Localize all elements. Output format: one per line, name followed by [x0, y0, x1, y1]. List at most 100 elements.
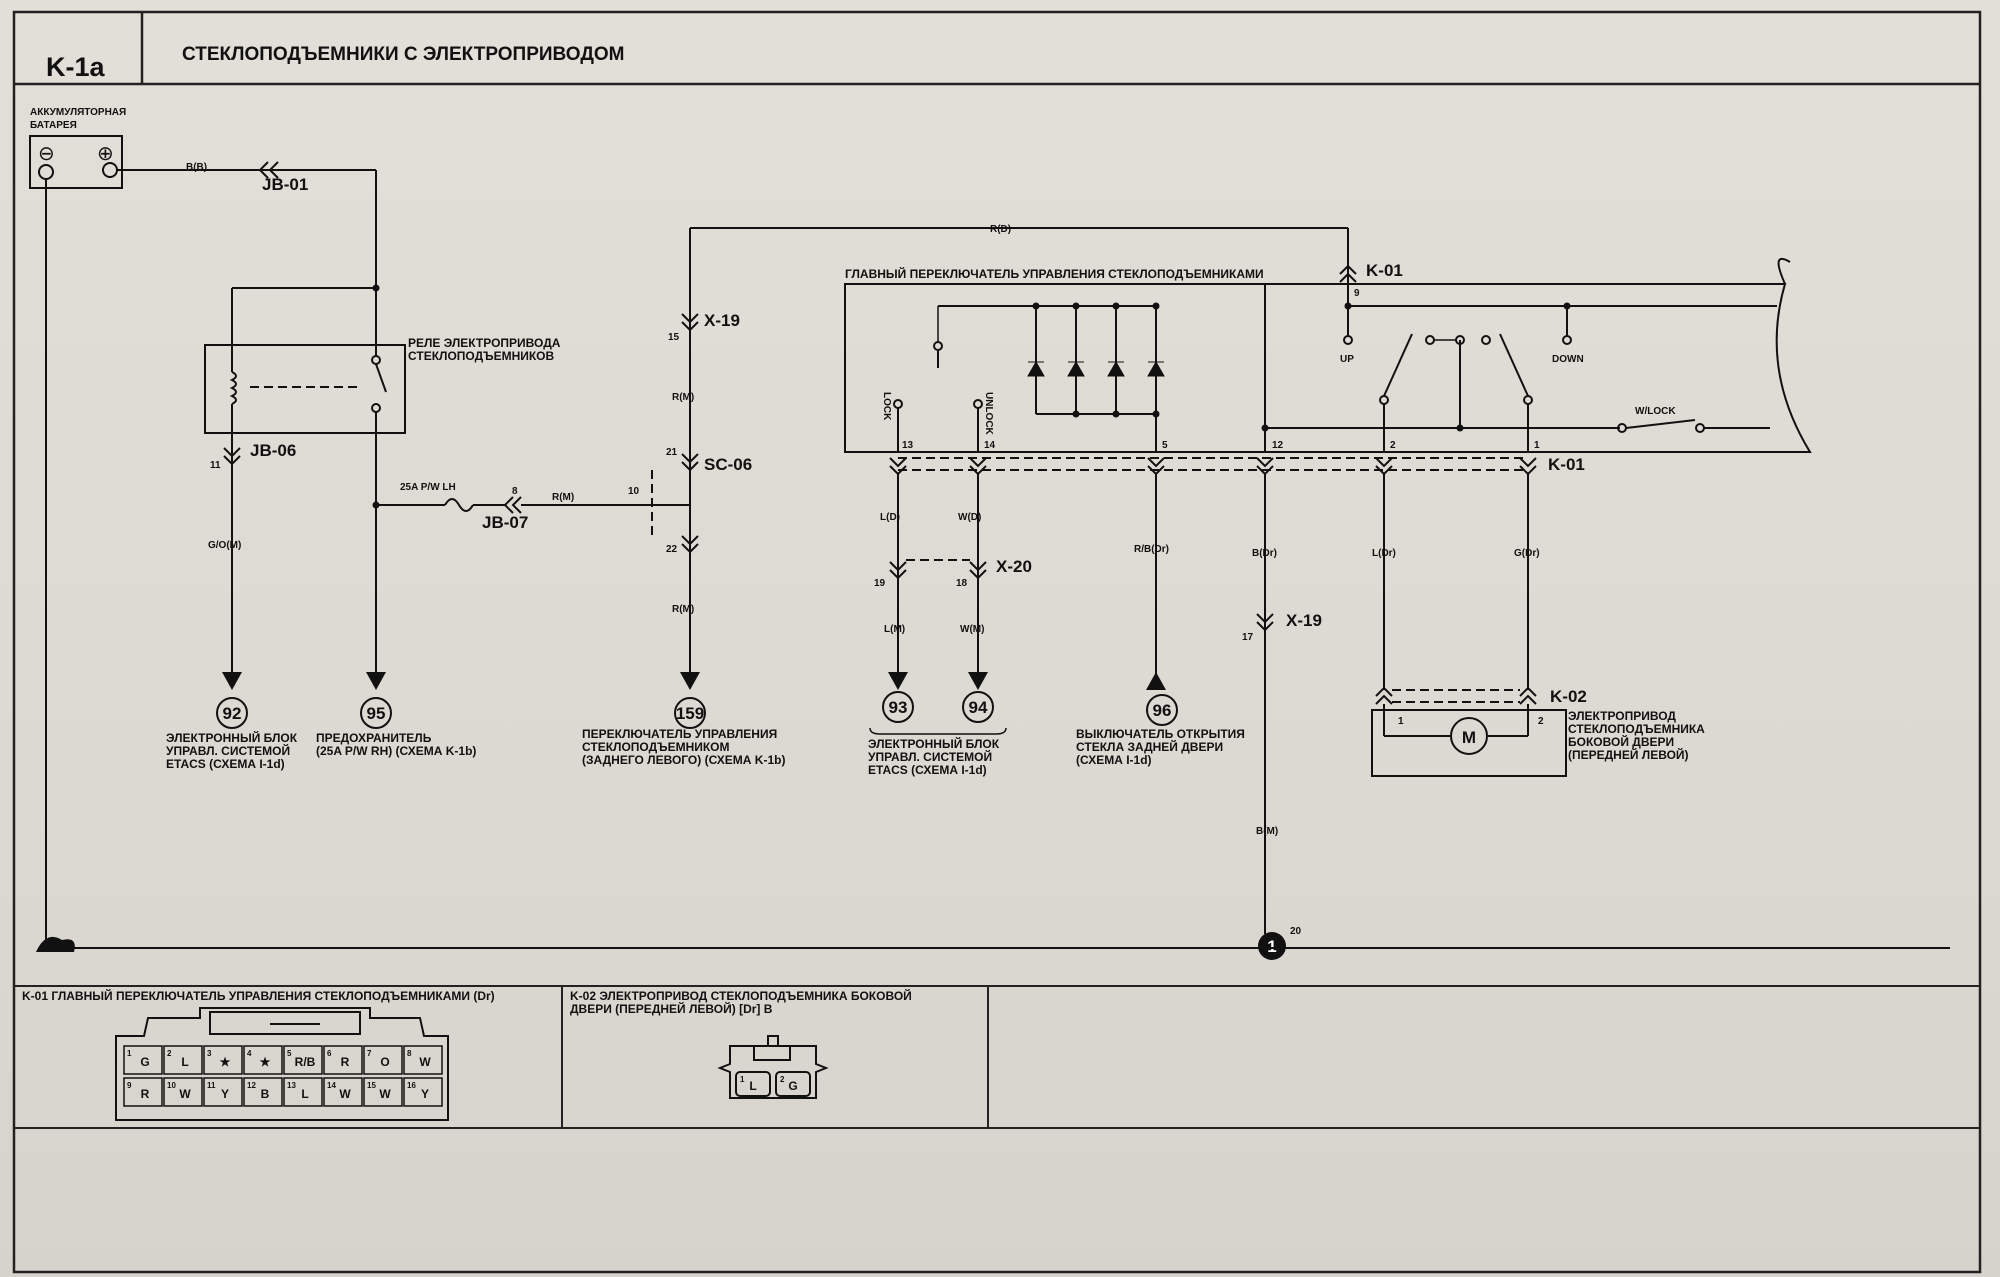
- svg-text:11: 11: [210, 460, 221, 471]
- svg-text:W: W: [179, 1087, 191, 1101]
- main-switch-label: ГЛАВНЫЙ ПЕРЕКЛЮЧАТЕЛЬ УПРАВЛЕНИЯ СТЕКЛОП…: [845, 266, 1264, 281]
- ref-94-circle: [962, 691, 994, 723]
- svg-text:5: 5: [287, 1049, 292, 1058]
- main-switch-box: [844, 283, 1266, 453]
- ref-92-circle: [216, 697, 248, 729]
- ref-159-circle: [674, 697, 706, 729]
- wire-l-dr: L(Dr): [1372, 548, 1396, 559]
- svg-text:R: R: [341, 1055, 350, 1069]
- chassis-ground-icon: [36, 936, 75, 952]
- wire-w-m: W(M): [960, 624, 984, 635]
- ground-point: 1: [1267, 937, 1276, 956]
- svg-text:L: L: [181, 1055, 188, 1069]
- wire-g-dr: G(Dr): [1514, 548, 1540, 559]
- fuse-icon: [444, 498, 474, 512]
- ground-point-icon: [1258, 932, 1286, 960]
- wire-rb-dr: R/B(Dr): [1134, 544, 1169, 555]
- svg-text:21: 21: [666, 447, 678, 458]
- ref-95-circle: [360, 697, 392, 729]
- connector-k02: K-02: [1550, 687, 1587, 706]
- wlock-label: W/LOCK: [1635, 406, 1676, 417]
- battery-box: [29, 135, 123, 189]
- connector-jb06: JB-06: [250, 441, 296, 460]
- ref-92-label-3: ETACS (СХЕМА I-1d): [166, 757, 285, 771]
- svg-text:8: 8: [512, 486, 518, 497]
- k01-connector-title: K-01 ГЛАВНЫЙ ПЕРЕКЛЮЧАТЕЛЬ УПРАВЛЕНИЯ СТ…: [22, 988, 495, 1003]
- svg-text:12: 12: [1272, 440, 1284, 451]
- wire-b-b: B(B): [186, 162, 207, 173]
- svg-text:8: 8: [407, 1049, 412, 1058]
- svg-text:15: 15: [668, 332, 680, 343]
- ref-93: 93: [889, 698, 908, 717]
- connector-k01-bottom: K-01: [1548, 455, 1585, 474]
- wire-r-m-upper: R(M): [672, 392, 694, 403]
- svg-text:1: 1: [1534, 440, 1540, 451]
- svg-text:W: W: [339, 1087, 351, 1101]
- ref-159-label-3: (ЗАДНЕГО ЛЕВОГО) (СХЕМА K-1b): [582, 753, 785, 767]
- wlock-switch-icon: [1625, 419, 1696, 429]
- k01-pin-1: 1G: [123, 1045, 163, 1075]
- wire-g-o-m: G/O(M): [208, 540, 241, 551]
- relay-box: [204, 344, 406, 434]
- diagram-title: СТЕКЛОПОДЪЕМНИКИ С ЭЛЕКТРОПРИВОДОМ: [182, 44, 624, 65]
- ref-94-label-2: УПРАВЛ. СИСТЕМОЙ: [868, 749, 992, 764]
- svg-text:10: 10: [628, 486, 640, 497]
- svg-text:13: 13: [287, 1081, 296, 1090]
- connector-jb06-icon: [223, 447, 241, 466]
- svg-text:11: 11: [207, 1081, 216, 1090]
- battery-label-2: БАТАРЕЯ: [30, 120, 77, 131]
- diagram-code: K-1a: [46, 52, 106, 82]
- svg-text:R: R: [141, 1087, 150, 1101]
- switch-contact-right-icon: [1499, 333, 1529, 397]
- page-frame: [12, 10, 1982, 1274]
- k01-pin-3: 3★: [203, 1045, 243, 1075]
- k01-pin-2: 2L: [163, 1045, 203, 1075]
- k01-pin-15: 15W: [363, 1077, 403, 1107]
- k01-pin-10: 10W: [163, 1077, 203, 1107]
- svg-text:10: 10: [167, 1081, 176, 1090]
- k02-connector-title: K-02 ЭЛЕКТРОПРИВОД СТЕКЛОПОДЪЕМНИКА БОКО…: [570, 988, 912, 1003]
- wire-l-d: L(D): [880, 512, 900, 523]
- svg-text:14: 14: [984, 440, 996, 451]
- motor-label-3: БОКОВОЙ ДВЕРИ: [1568, 734, 1674, 749]
- svg-text:W: W: [379, 1087, 391, 1101]
- svg-text:5: 5: [1162, 440, 1168, 451]
- k02-pin-2: G: [788, 1079, 797, 1093]
- svg-text:16: 16: [407, 1081, 416, 1090]
- svg-text:2: 2: [1538, 716, 1544, 727]
- ref-93-circle: [882, 691, 914, 723]
- connector-x19-bottom-icon: [1256, 613, 1274, 632]
- wire-r-m-fuse: R(M): [552, 492, 574, 503]
- k02-pin-number: 1: [740, 1075, 745, 1084]
- wire-b-m: B(M): [1256, 826, 1278, 837]
- svg-text:B: B: [261, 1087, 270, 1101]
- svg-text:1: 1: [1398, 716, 1404, 727]
- svg-text:6: 6: [327, 1049, 332, 1058]
- k01-pin-8: 8W: [403, 1045, 443, 1075]
- motor-label: ЭЛЕКТРОПРИВОД: [1568, 709, 1676, 723]
- ref-95-label: ПРЕДОХРАНИТЕЛЬ: [316, 731, 432, 745]
- k01-pin-4: 4★: [243, 1045, 283, 1075]
- unlock-label: UNLOCK: [983, 392, 994, 436]
- k01-pin-12: 12B: [243, 1077, 283, 1107]
- connector-sc06-icon: [681, 453, 699, 472]
- ref-96-label: ВЫКЛЮЧАТЕЛЬ ОТКРЫТИЯ: [1076, 727, 1245, 741]
- connector-k01-bottom-icon: [889, 457, 1537, 476]
- fuse-label: 25A P/W LH: [400, 482, 456, 493]
- k01-pin-6: 6R: [323, 1045, 363, 1075]
- svg-text:15: 15: [367, 1081, 376, 1090]
- ref-159-label: ПЕРЕКЛЮЧАТЕЛЬ УПРАВЛЕНИЯ: [582, 727, 777, 741]
- svg-text:R/B: R/B: [295, 1055, 316, 1069]
- ref-92-label-2: УПРАВЛ. СИСТЕМОЙ: [166, 743, 290, 758]
- svg-text:Y: Y: [221, 1087, 229, 1101]
- battery-positive-icon: ⊕: [97, 143, 114, 165]
- k02-connector-title-2: ДВЕРИ (ПЕРЕДНЕЙ ЛЕВОЙ) [Dr] B: [570, 1001, 773, 1016]
- svg-text:7: 7: [367, 1049, 372, 1058]
- ref-92: 92: [223, 704, 242, 723]
- svg-text:★: ★: [260, 1055, 271, 1069]
- k01-pin-7: 7O: [363, 1045, 403, 1075]
- connector-jb07-icon: [503, 496, 522, 514]
- up-label: UP: [1340, 354, 1354, 365]
- svg-text:9: 9: [1354, 288, 1360, 299]
